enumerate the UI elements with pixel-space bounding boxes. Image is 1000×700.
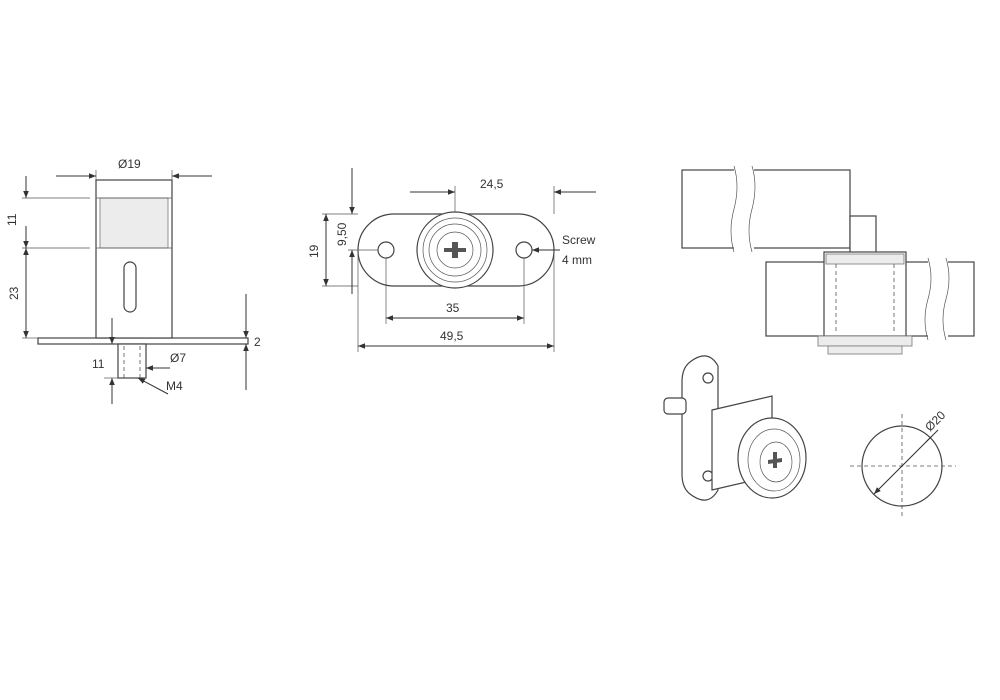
dim-thread: M4 [166,379,183,393]
dim-hole-offset: 24,5 [480,177,504,191]
iso-face [737,417,807,499]
upper-panel [681,169,851,249]
screw-label: Screw [562,233,596,247]
dim-hole-dia: Ø20 [922,408,948,434]
side-view: Ø19 11 23 2 11 Ø7 M4 [5,157,261,404]
pin [117,343,147,379]
dim-height-total: 19 [307,244,321,258]
front-view: 24,5 19 9,50 Screw 4 mm 35 49,5 [307,168,596,352]
isometric-lock [663,355,807,501]
dim-plate-length: 49,5 [440,329,464,343]
dim-height-body: 23 [7,286,21,300]
dim-hole-spacing: 35 [446,301,460,315]
latch-pin [849,215,877,257]
cutout-detail: Ø20 [850,408,956,518]
iso-keyway-icon [768,452,782,468]
keyway-icon [444,242,466,258]
dim-dia-outer: Ø19 [118,157,141,171]
screw-size: 4 mm [562,253,592,267]
dim-plate-thickness: 2 [254,335,261,349]
installation-view [681,165,975,355]
dim-height-top: 11 [5,213,19,226]
dim-pin-length: 11 [92,357,105,371]
dim-pin-dia: Ø7 [170,351,186,365]
cylinder-head-shade [99,197,169,249]
cylinder-flange [817,335,913,347]
dim-height-half: 9,50 [335,222,349,246]
screw-hole-right [515,241,533,259]
iso-pin [663,397,687,415]
iso-plate [681,355,719,501]
screw-hole-left [377,241,395,259]
lock-cylinder [823,251,907,337]
mounting-plate [37,337,249,345]
bolt-slot [123,261,137,313]
